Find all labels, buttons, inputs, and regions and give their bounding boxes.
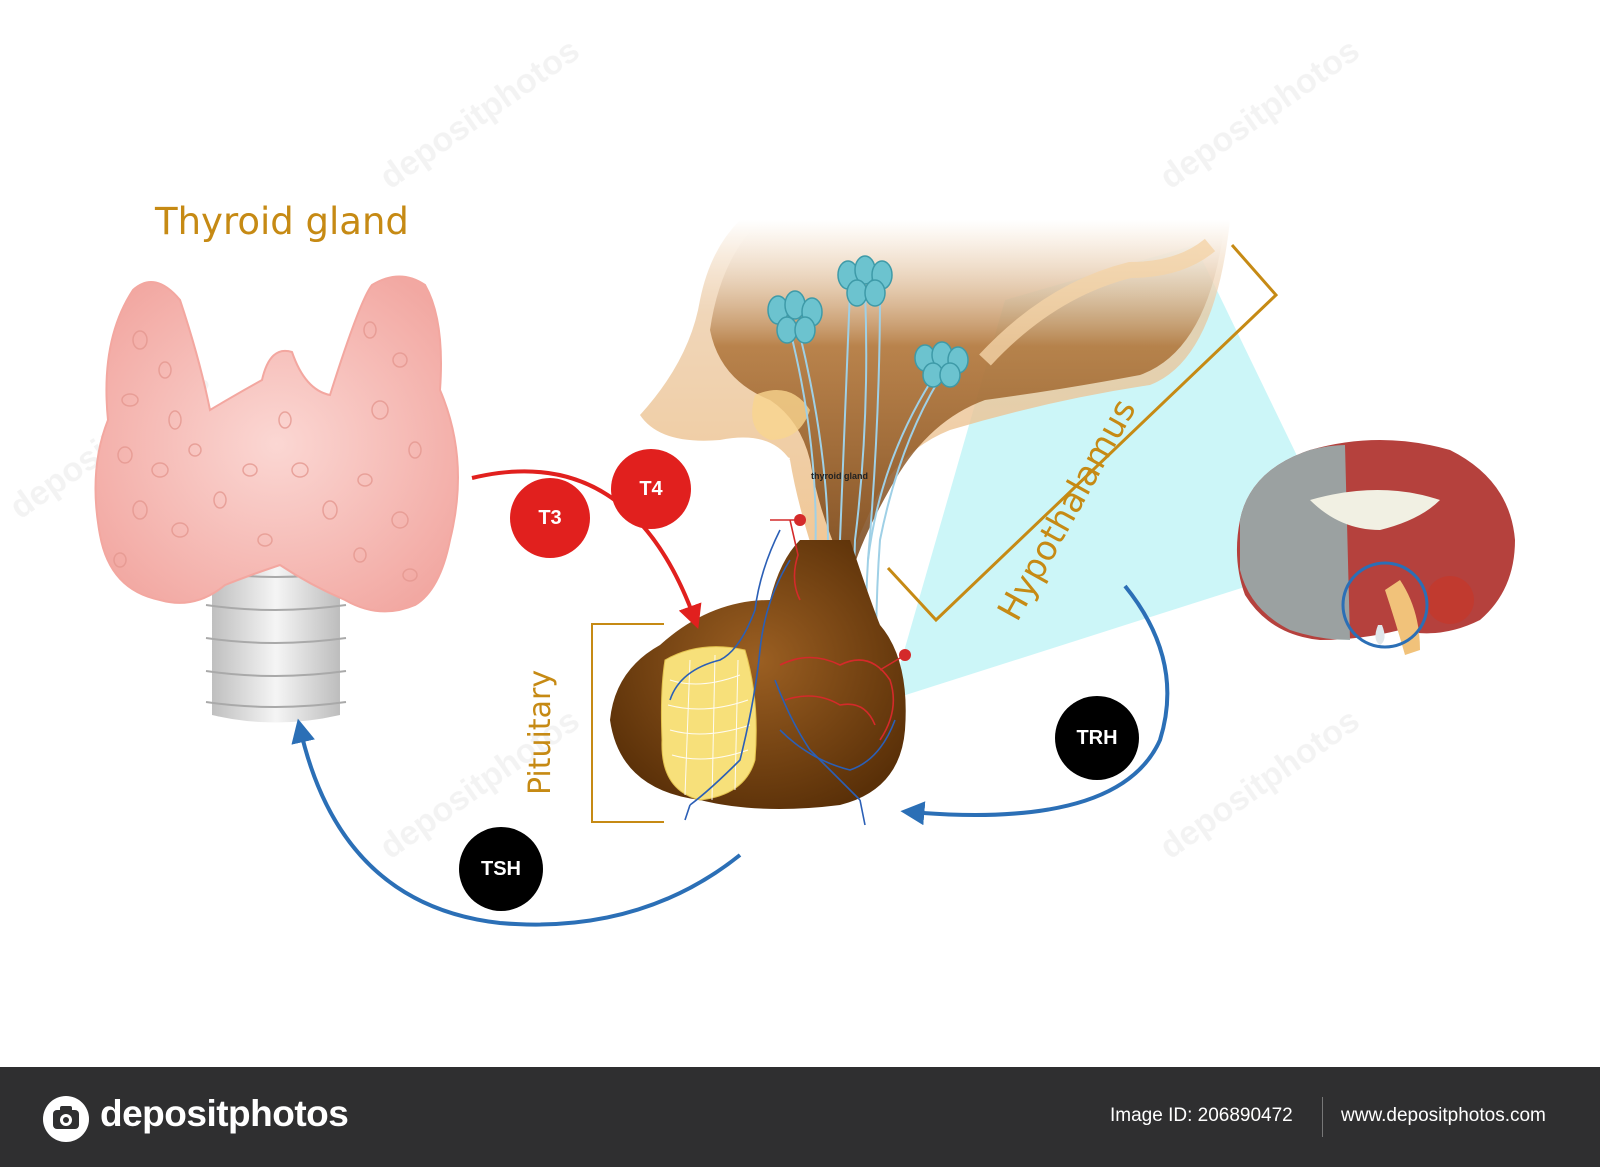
hormone-tsh-badge: TSH: [459, 827, 543, 911]
brand-name[interactable]: depositphotos: [100, 1093, 348, 1135]
hormone-t4-badge: T4: [611, 449, 691, 529]
brain-sagittal-inset: [1237, 440, 1515, 655]
hormone-t4-label: T4: [639, 478, 662, 501]
svg-text:depositphotos: depositphotos: [1153, 701, 1367, 866]
diagram-illustration: depositphotos depositphotos depositphoto…: [0, 0, 1600, 1067]
site-link[interactable]: www.depositphotos.com: [1341, 1105, 1546, 1127]
hormone-trh-label: TRH: [1076, 727, 1117, 750]
pituitary-label: Pituitary: [523, 670, 558, 795]
hormone-t3-label: T3: [538, 507, 561, 530]
camera-logo-icon[interactable]: [42, 1095, 90, 1143]
thyroid-gland-small-label: thyroid gland: [811, 471, 868, 481]
pituitary-gland-illustration: [610, 514, 911, 825]
svg-text:depositphotos: depositphotos: [1153, 31, 1367, 196]
hormone-t3-badge: T3: [510, 478, 590, 558]
hormone-tsh-label: TSH: [481, 858, 521, 881]
image-id: Image ID: 206890472: [1110, 1105, 1293, 1127]
diagram-canvas: depositphotos depositphotos depositphoto…: [0, 0, 1600, 1067]
footer-bar: depositphotos Image ID: 206890472 www.de…: [0, 1067, 1600, 1167]
footer-divider: [1322, 1097, 1323, 1137]
thyroid-gland-illustration: [96, 277, 459, 723]
thyroid-gland-label: Thyroid gland: [155, 200, 409, 243]
svg-text:depositphotos: depositphotos: [373, 31, 587, 196]
hormone-trh-badge: TRH: [1055, 696, 1139, 780]
